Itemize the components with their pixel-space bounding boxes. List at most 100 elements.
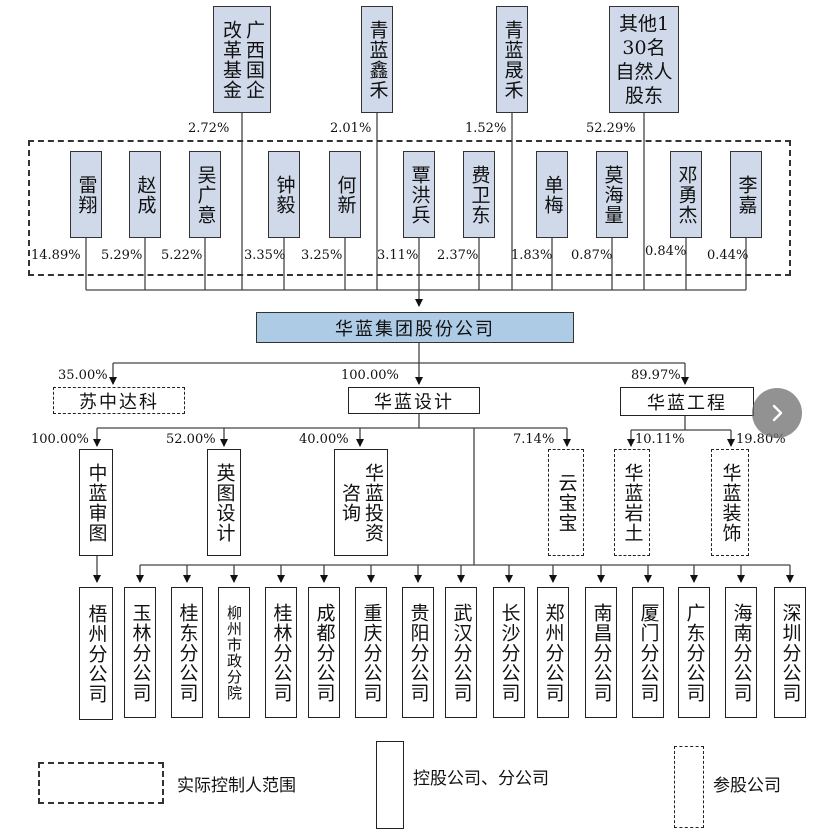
controller-name: 钟毅 bbox=[273, 174, 296, 215]
pct-label: 89.97% bbox=[631, 368, 681, 383]
branch-name: 郑州分公司 bbox=[542, 602, 565, 703]
branch-box: 武汉分公司 bbox=[445, 587, 477, 718]
company-name: 华蓝岩土 bbox=[621, 462, 644, 543]
controller-box: 吴广意 bbox=[189, 151, 221, 238]
controller-box: 钟毅 bbox=[268, 151, 300, 238]
legend-participating-label: 参股公司 bbox=[713, 776, 781, 796]
legend-holding-swatch bbox=[376, 741, 404, 829]
shareholder-name: 青蓝晟禾 bbox=[501, 19, 524, 100]
company-name: 华蓝投资咨询 bbox=[339, 462, 384, 543]
controller-name: 何新 bbox=[334, 174, 357, 215]
company-name: 中蓝审图 bbox=[85, 462, 108, 543]
branch-name: 厦门分公司 bbox=[637, 602, 660, 703]
pct-label: 100.00% bbox=[31, 432, 89, 447]
company-name: 苏中达科 bbox=[79, 391, 159, 413]
branch-box: 柳州市政分院 bbox=[218, 587, 250, 718]
pct-label: 100.00% bbox=[341, 368, 399, 383]
branch-name: 武汉分公司 bbox=[450, 602, 473, 703]
branch-name: 柳州市政分院 bbox=[225, 604, 243, 701]
company-hualan-design: 华蓝设计 bbox=[348, 387, 480, 414]
controller-box: 赵成 bbox=[129, 151, 161, 238]
branch-box: 成都分公司 bbox=[308, 587, 340, 718]
controller-box: 邓勇杰 bbox=[670, 151, 702, 238]
pct-label: 40.00% bbox=[299, 432, 349, 447]
pct-label: 7.14% bbox=[513, 432, 555, 447]
pct-label: 1.52% bbox=[465, 121, 507, 136]
pct-label: 0.84% bbox=[645, 244, 687, 259]
branch-name: 桂东分公司 bbox=[176, 602, 199, 703]
branch-box: 玉林分公司 bbox=[124, 587, 156, 718]
company-hualan-consulting: 华蓝投资咨询 bbox=[334, 449, 388, 556]
controller-name: 吴广意 bbox=[194, 164, 217, 225]
company-name: 华蓝设计 bbox=[374, 391, 454, 413]
controller-name: 赵成 bbox=[134, 174, 157, 215]
pct-label: 3.11% bbox=[377, 248, 419, 263]
company-hualan-decoration: 华蓝装饰 bbox=[711, 449, 749, 556]
controller-name: 费卫东 bbox=[468, 164, 491, 225]
branch-box: 海南分公司 bbox=[725, 587, 757, 718]
branch-name: 重庆分公司 bbox=[360, 602, 383, 703]
pct-label: 35.00% bbox=[58, 368, 108, 383]
next-page-button[interactable] bbox=[752, 388, 802, 438]
controller-scope-frame bbox=[28, 140, 791, 276]
company-yunbaobao: 云宝宝 bbox=[548, 449, 584, 556]
controller-box: 李嘉 bbox=[730, 151, 762, 238]
branch-wuzhou: 梧州分公司 bbox=[79, 587, 113, 720]
branch-box: 贵阳分公司 bbox=[402, 587, 434, 718]
branch-name: 玉林分公司 bbox=[129, 602, 152, 703]
pct-label: 10.11% bbox=[635, 432, 685, 447]
pct-label: 0.44% bbox=[707, 248, 749, 263]
controller-name: 单梅 bbox=[541, 174, 564, 215]
company-name: 华蓝工程 bbox=[647, 392, 727, 414]
shareholder-qinglan-xinhe: 青蓝鑫禾 bbox=[361, 6, 393, 113]
branch-box: 重庆分公司 bbox=[355, 587, 387, 718]
branch-name: 桂林分公司 bbox=[270, 602, 293, 703]
branch-name: 梧州分公司 bbox=[85, 603, 108, 704]
shareholder-name: 青蓝鑫禾 bbox=[366, 19, 389, 100]
shareholder-other-130: 其他130名自然人股东 bbox=[609, 6, 679, 113]
pct-label: 3.25% bbox=[301, 248, 343, 263]
branch-name: 海南分公司 bbox=[730, 602, 753, 703]
shareholder-name: 广西国企改革基金 bbox=[220, 19, 265, 100]
parent-company-name: 华蓝集团股份公司 bbox=[335, 318, 495, 340]
controller-name: 邓勇杰 bbox=[675, 164, 698, 225]
company-hualan-engineering: 华蓝工程 bbox=[620, 387, 754, 416]
legend-participating-swatch bbox=[674, 746, 704, 828]
legend-holding-label: 控股公司、分公司 bbox=[413, 769, 549, 789]
pct-label: 2.72% bbox=[188, 121, 230, 136]
pct-label: 5.29% bbox=[101, 248, 143, 263]
branch-name: 南昌分公司 bbox=[590, 602, 613, 703]
controller-box: 费卫东 bbox=[463, 151, 495, 238]
pct-label: 5.22% bbox=[161, 248, 203, 263]
pct-label: 2.01% bbox=[330, 121, 372, 136]
controller-name: 李嘉 bbox=[735, 174, 758, 215]
company-name: 云宝宝 bbox=[555, 472, 578, 533]
branch-box: 桂林分公司 bbox=[265, 587, 297, 718]
company-hualan-geotech: 华蓝岩土 bbox=[614, 449, 650, 556]
company-yingtu-design: 英图设计 bbox=[207, 449, 241, 556]
shareholder-qinglan-shenghe: 青蓝晟禾 bbox=[496, 6, 528, 113]
shareholder-guangxi-fund: 广西国企改革基金 bbox=[213, 6, 271, 113]
branch-box: 广东分公司 bbox=[678, 587, 710, 718]
shareholder-name: 其他130名自然人股东 bbox=[615, 12, 673, 107]
branch-box: 厦门分公司 bbox=[632, 587, 664, 718]
controller-box: 莫海量 bbox=[596, 151, 628, 238]
branch-box: 郑州分公司 bbox=[537, 587, 569, 718]
legend-scope-label: 实际控制人范围 bbox=[177, 776, 296, 796]
chevron-right-icon bbox=[772, 404, 783, 422]
controller-box: 单梅 bbox=[536, 151, 568, 238]
controller-name: 雷翔 bbox=[75, 174, 98, 215]
pct-label: 0.87% bbox=[571, 248, 613, 263]
branch-box: 桂东分公司 bbox=[171, 587, 203, 718]
pct-label: 3.35% bbox=[244, 248, 286, 263]
controller-name: 覃洪兵 bbox=[408, 164, 431, 225]
company-name: 华蓝装饰 bbox=[719, 462, 742, 543]
company-name: 英图设计 bbox=[213, 462, 236, 543]
pct-label: 2.37% bbox=[437, 248, 479, 263]
branch-name: 长沙分公司 bbox=[498, 602, 521, 703]
branch-box: 深圳分公司 bbox=[774, 587, 806, 718]
branch-box: 南昌分公司 bbox=[585, 587, 617, 718]
branch-name: 广东分公司 bbox=[683, 602, 706, 703]
controller-box: 覃洪兵 bbox=[403, 151, 435, 238]
